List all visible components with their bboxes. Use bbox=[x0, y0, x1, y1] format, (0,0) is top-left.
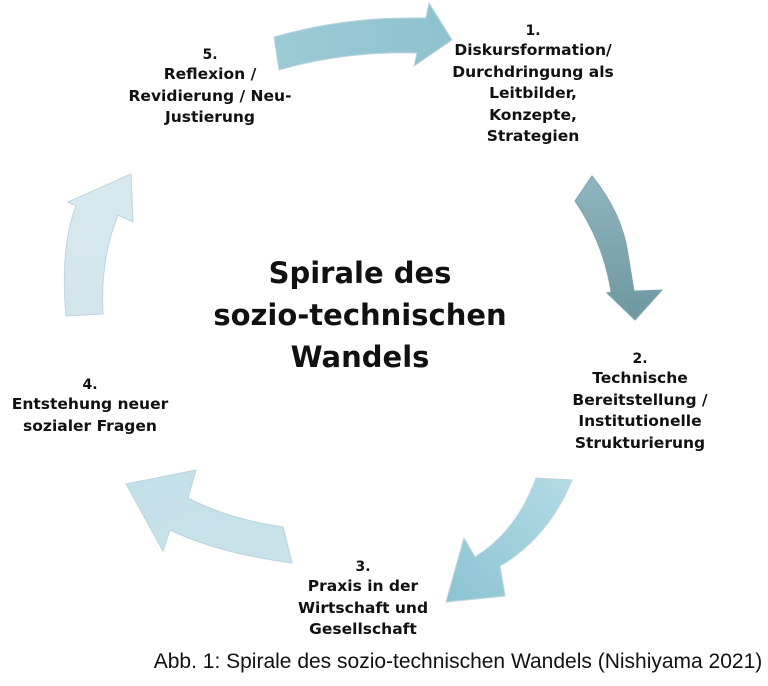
step-4-label: 4. Entstehung neuer sozialer Fragen bbox=[0, 376, 180, 437]
step-line: Reflexion / bbox=[163, 65, 257, 83]
step-line: Leitbilder, bbox=[489, 84, 577, 102]
step-line: Strukturierung bbox=[574, 433, 706, 452]
step-line: Technische bbox=[592, 369, 688, 387]
step-line: Diskursformation/ bbox=[454, 41, 612, 59]
step-line: Strategien bbox=[486, 127, 580, 145]
step-5-label: 5. Reflexion / Revidierung / Neu- Justie… bbox=[120, 46, 300, 129]
arrow-4-to-5 bbox=[63, 173, 134, 317]
arrow-2-to-3 bbox=[445, 477, 573, 603]
step-line: Institutionelle bbox=[578, 412, 702, 430]
step-number: 5. bbox=[202, 47, 218, 63]
step-line: Gesellschaft bbox=[309, 620, 417, 638]
step-line: Entstehung neuer bbox=[11, 395, 169, 413]
step-number: 2. bbox=[632, 351, 648, 367]
step-line: sozialer Fragen bbox=[23, 416, 157, 435]
step-line: Justierung bbox=[164, 108, 256, 126]
step-number: 3. bbox=[355, 559, 371, 575]
step-line: Konzepte, bbox=[489, 105, 577, 124]
step-number: 4. bbox=[82, 377, 98, 393]
step-number: 1. bbox=[525, 23, 541, 39]
step-line: Bereitstellung / bbox=[572, 390, 708, 409]
title-line: Spirale des bbox=[268, 256, 452, 290]
step-line: Praxis in der bbox=[307, 577, 419, 595]
title-line: sozio-technischen bbox=[213, 298, 507, 332]
step-line: Revidierung / Neu- bbox=[128, 86, 292, 105]
diagram-title: Spirale des sozio-technischen Wandels bbox=[190, 252, 530, 378]
figure-caption: Abb. 1: Spirale des sozio-technischen Wa… bbox=[153, 650, 763, 673]
arrow-5-to-1 bbox=[273, 1, 453, 71]
step-3-label: 3. Praxis in der Wirtschaft und Gesellsc… bbox=[268, 558, 458, 641]
title-line: Wandels bbox=[290, 340, 430, 374]
step-line: Durchdringung als bbox=[452, 62, 614, 81]
arrow-1-to-2 bbox=[574, 175, 664, 321]
step-1-label: 1. Diskursformation/ Durchdringung als L… bbox=[438, 22, 628, 148]
step-line: Wirtschaft und bbox=[297, 598, 429, 617]
arrow-3-to-4 bbox=[125, 469, 293, 564]
step-2-label: 2. Technische Bereitstellung / Instituti… bbox=[540, 350, 740, 454]
